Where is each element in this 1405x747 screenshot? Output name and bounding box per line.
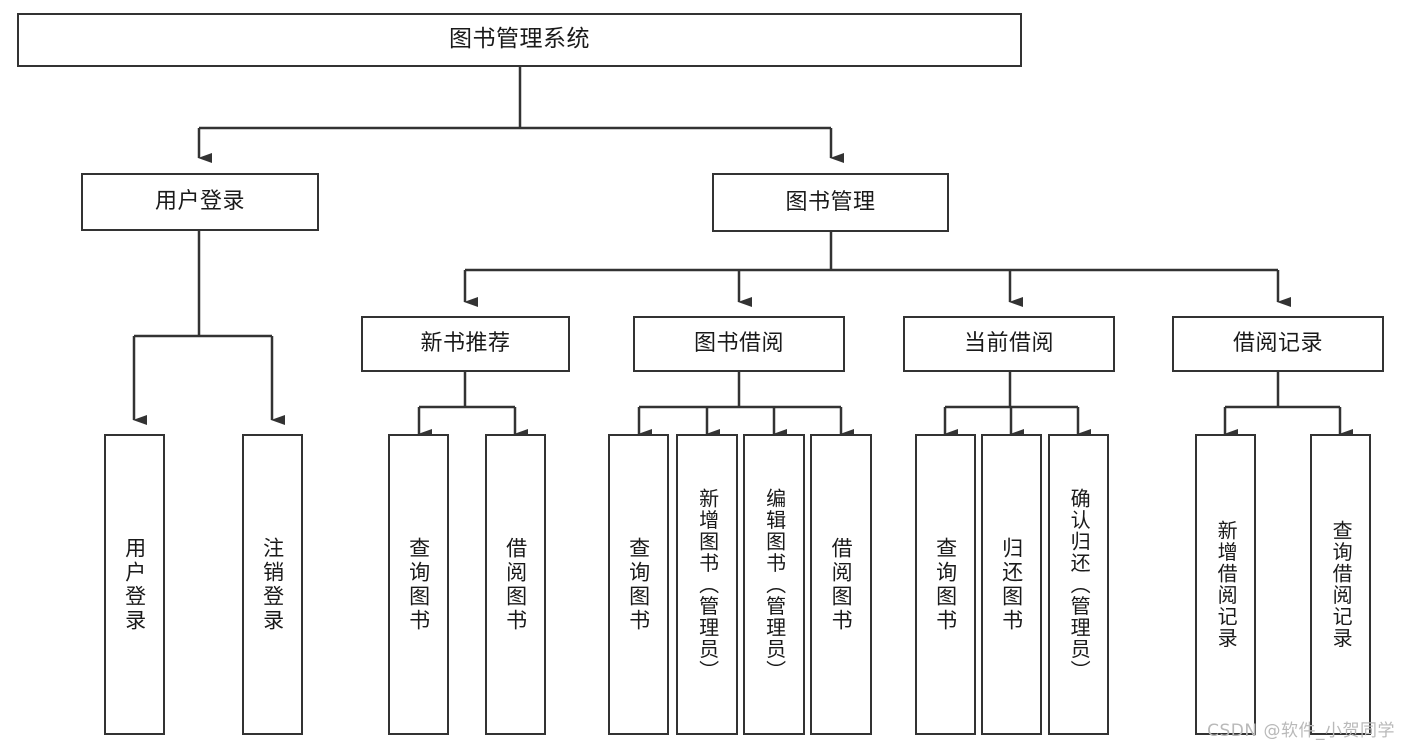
leaf-logout[interactable]: 注销登录 (242, 434, 303, 735)
node-label: 查询图书 (933, 536, 958, 633)
leaf-borrow-query-book[interactable]: 查询图书 (608, 434, 669, 735)
node-borrow-record[interactable]: 借阅记录 (1172, 316, 1384, 372)
node-user-login[interactable]: 用户登录 (81, 173, 319, 231)
leaf-current-return-book[interactable]: 归还图书 (981, 434, 1042, 735)
node-root-book-management-system[interactable]: 图书管理系统 (17, 13, 1022, 67)
node-label: 编辑图书（管理员） (762, 487, 787, 682)
node-book-borrow[interactable]: 图书借阅 (633, 316, 845, 372)
leaf-newbook-query-book[interactable]: 查询图书 (388, 434, 449, 735)
node-label: 新增借阅记录 (1214, 520, 1239, 649)
node-label: 用户登录 (122, 536, 147, 633)
node-label: 查询图书 (406, 536, 431, 633)
leaf-record-add-borrow-record[interactable]: 新增借阅记录 (1195, 434, 1256, 735)
csdn-watermark: CSDN @软件_小贺同学 (1207, 721, 1395, 741)
node-label: 新增图书（管理员） (695, 487, 720, 682)
leaf-borrow-add-book-admin[interactable]: 新增图书（管理员） (676, 434, 738, 735)
node-label: 借阅图书 (503, 536, 528, 633)
node-label: 借阅记录 (1232, 331, 1323, 357)
node-label: 用户登录 (154, 189, 245, 215)
node-label: 查询借阅记录 (1329, 520, 1354, 649)
node-label: 图书借阅 (693, 331, 784, 357)
leaf-borrow-borrow-book[interactable]: 借阅图书 (810, 434, 872, 735)
node-label: 确认归还（管理员） (1067, 487, 1092, 682)
node-label: 注销登录 (260, 536, 285, 633)
leaf-user-login[interactable]: 用户登录 (104, 434, 165, 735)
node-label: 新书推荐 (420, 331, 511, 357)
node-book-management[interactable]: 图书管理 (712, 173, 949, 232)
node-current-borrow[interactable]: 当前借阅 (903, 316, 1115, 372)
leaf-current-query-book[interactable]: 查询图书 (915, 434, 976, 735)
leaf-newbook-borrow-book[interactable]: 借阅图书 (485, 434, 546, 735)
node-label: 借阅图书 (829, 536, 854, 633)
node-label: 图书管理 (785, 189, 876, 215)
leaf-current-confirm-return-admin[interactable]: 确认归还（管理员） (1048, 434, 1109, 735)
node-label: 图书管理系统 (449, 26, 590, 53)
node-label: 归还图书 (999, 536, 1024, 633)
node-label: 查询图书 (626, 536, 651, 633)
leaf-borrow-edit-book-admin[interactable]: 编辑图书（管理员） (743, 434, 805, 735)
leaf-record-query-borrow-record[interactable]: 查询借阅记录 (1310, 434, 1371, 735)
node-label: 当前借阅 (963, 331, 1054, 357)
node-new-book-recommend[interactable]: 新书推荐 (361, 316, 570, 372)
